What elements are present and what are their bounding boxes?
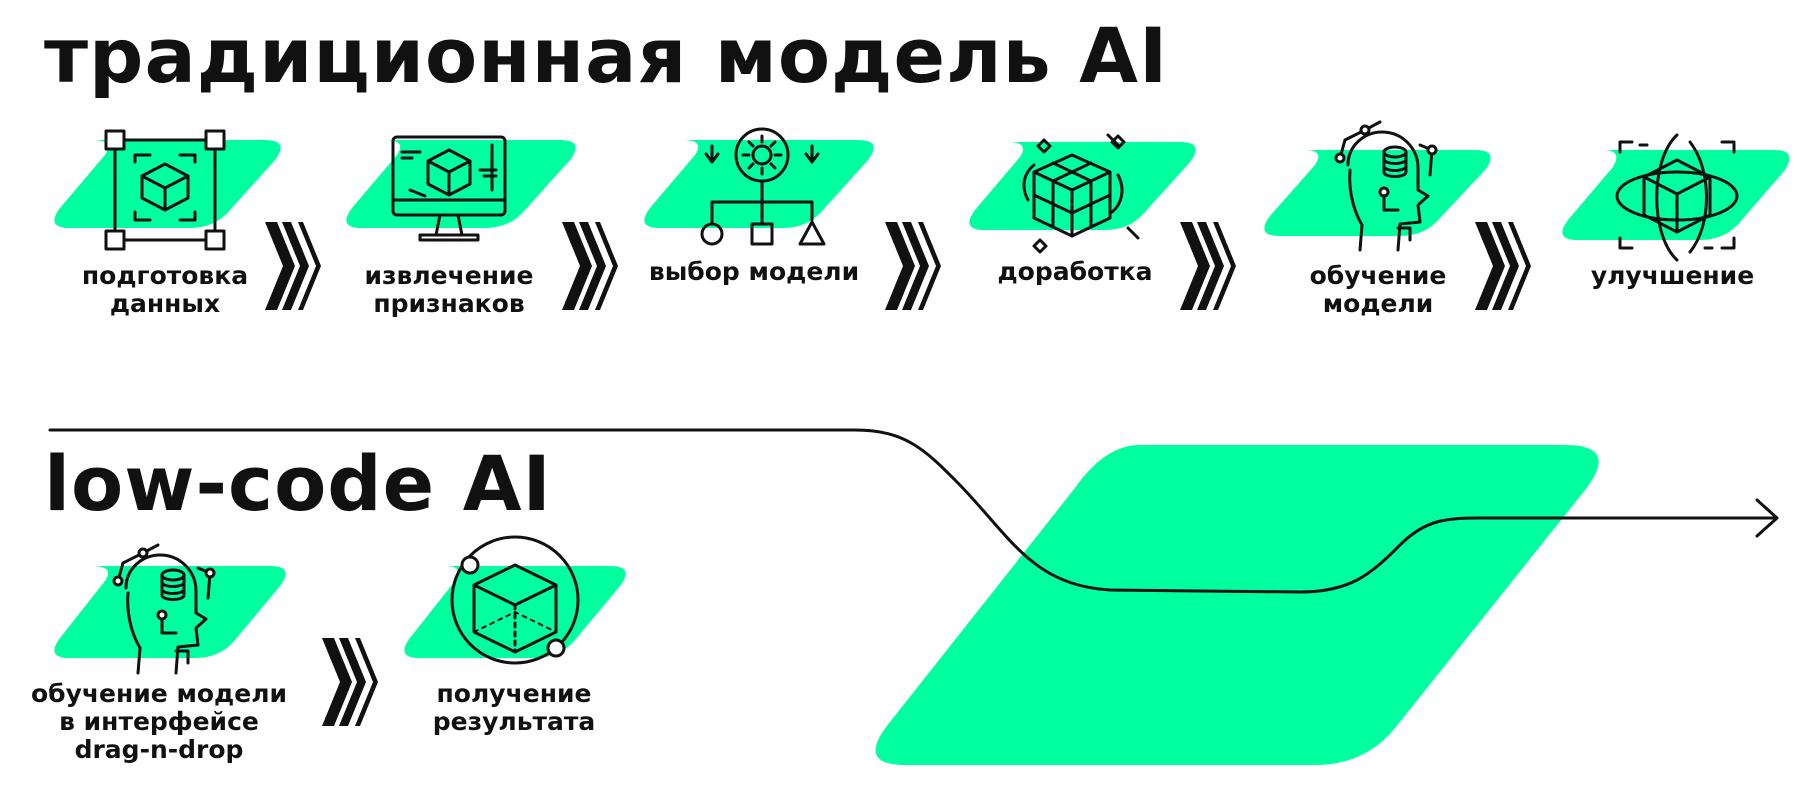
step-label-model-training: обучение модели — [1309, 261, 1447, 318]
chevron-icon — [265, 222, 321, 310]
chevron-icon — [562, 222, 618, 310]
step-label-data-preparation: подготовка данных — [81, 261, 249, 318]
step-label-refinement: доработка — [997, 257, 1153, 286]
data-preparation-icon — [104, 129, 226, 251]
flow-arrow — [48, 428, 1779, 594]
chevron-icon — [1180, 222, 1236, 310]
result-icon — [450, 535, 580, 665]
step-label-improvement: улучшение — [1590, 261, 1755, 290]
refinement-icon — [1022, 133, 1140, 254]
improvement-icon — [1615, 133, 1739, 262]
step-label-result: получение результата — [432, 679, 596, 736]
chevron-icon — [885, 222, 941, 310]
section-title-traditional: традиционная модель AI — [44, 11, 1169, 100]
step-label-model-selection: выбор модели — [648, 257, 860, 286]
step-label-feature-extraction: извлечение признаков — [364, 261, 534, 318]
chevron-icon — [322, 638, 378, 726]
step-label-dragdrop-training: обучение модели в интерфейсе drag-n-drop — [30, 679, 288, 764]
model-training-icon — [1334, 120, 1438, 252]
model-training-icon — [112, 543, 216, 675]
section-title-lowcode: low-code AI — [44, 439, 552, 528]
feature-extraction-icon — [391, 135, 507, 242]
model-selection-icon — [700, 127, 826, 246]
chevron-separators — [265, 222, 1531, 726]
chevron-icon — [1475, 222, 1531, 310]
